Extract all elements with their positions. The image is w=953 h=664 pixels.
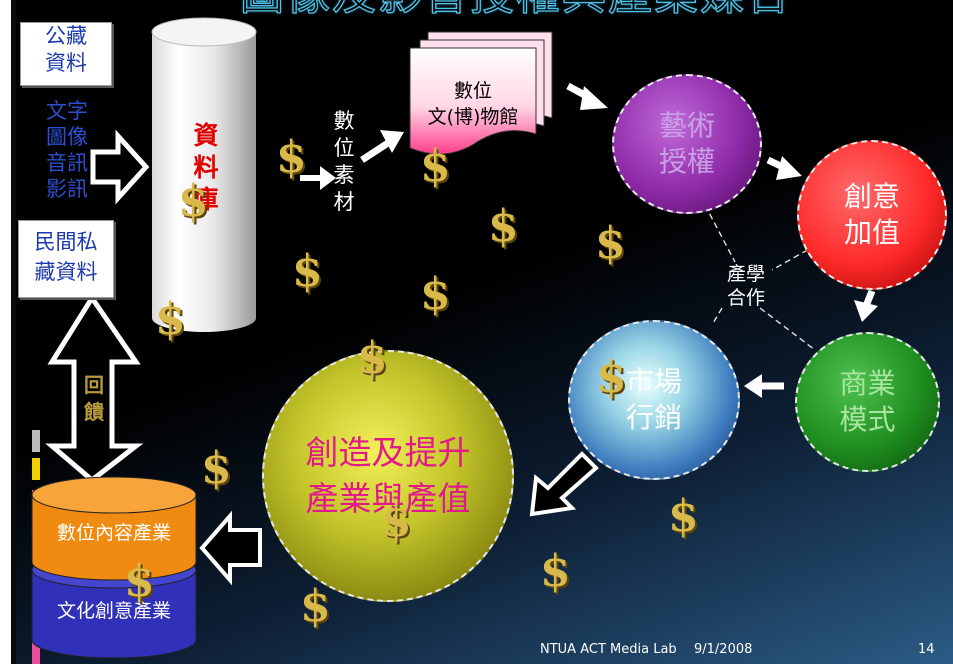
dollar-icon: $ bbox=[668, 491, 699, 542]
creative-line1: 創意 bbox=[843, 180, 900, 213]
dollar-icon: $ bbox=[381, 496, 412, 547]
core-to-industries-arrow bbox=[199, 510, 262, 586]
dollar-icon: $ bbox=[124, 556, 155, 607]
feedback-char2: 饋 bbox=[84, 400, 104, 424]
private-note-line2: 藏資料 bbox=[34, 260, 98, 284]
dollar-icon: $ bbox=[155, 294, 186, 345]
art-license-circle: 藝術 授權 bbox=[612, 74, 762, 214]
marketing-line1: 市場 bbox=[625, 365, 682, 398]
database-char2: 料 bbox=[193, 153, 219, 182]
dollar-icon: $ bbox=[178, 176, 209, 227]
feedback-char1: 回 bbox=[84, 373, 104, 397]
footer-date: 9/1/2008 bbox=[694, 642, 753, 657]
museum-line2: 文(博)物館 bbox=[427, 106, 519, 128]
creative-line2: 加值 bbox=[843, 216, 900, 249]
slide-title: 圖像及影音授權與產業媒合 bbox=[239, 0, 953, 20]
collaboration-label: 產學 合作 bbox=[718, 262, 774, 310]
museum-to-art-arrow bbox=[566, 82, 608, 110]
marketing-to-core-arrow bbox=[529, 451, 599, 517]
dollar-icon: $ bbox=[420, 269, 451, 320]
dollar-icon: $ bbox=[201, 443, 232, 494]
media-audio: 音訊 bbox=[46, 151, 88, 175]
core-value-circle: 創造及提升 產業與產值 bbox=[262, 350, 514, 602]
material-char1: 數 bbox=[333, 109, 355, 133]
museum-line1: 數位 bbox=[453, 80, 492, 102]
database-char1: 資 bbox=[193, 121, 219, 150]
dollar-icon: $ bbox=[420, 141, 451, 192]
creative-to-business-arrow bbox=[854, 289, 878, 322]
marketing-circle: 市場 行銷 bbox=[568, 320, 740, 480]
art-license-line1: 藝術 bbox=[658, 109, 715, 142]
dollar-icon: $ bbox=[596, 352, 627, 403]
dollar-icon: $ bbox=[595, 218, 626, 269]
feedback-double-arrow bbox=[45, 293, 144, 484]
digital-content-industry-label: 數位內容產業 bbox=[56, 522, 171, 544]
dollar-icon: $ bbox=[300, 581, 331, 632]
dollar-icon: $ bbox=[357, 333, 388, 384]
industry-stack bbox=[31, 476, 197, 659]
feedback-label: 回 饋 bbox=[80, 372, 108, 426]
marketing-line2: 行銷 bbox=[625, 401, 682, 434]
material-char3: 素 bbox=[333, 163, 355, 187]
material-char2: 位 bbox=[333, 136, 355, 160]
media-image: 圖像 bbox=[46, 125, 88, 149]
museum-label: 數位 文(博)物館 bbox=[410, 78, 536, 130]
footer-lab: NTUA ACT Media Lab bbox=[540, 642, 677, 657]
private-collection-note: 民間私 藏資料 bbox=[18, 220, 114, 298]
media-to-database-arrow bbox=[90, 129, 150, 205]
public-note-line1: 公藏 bbox=[45, 24, 87, 48]
creative-value-circle: 創意 加值 bbox=[797, 140, 947, 290]
dollar-icon: $ bbox=[488, 201, 519, 252]
dollar-icon: $ bbox=[540, 546, 571, 597]
database-label: 資 料 庫 bbox=[190, 120, 222, 216]
material-to-museum-arrow bbox=[360, 130, 404, 163]
business-model-circle: 商業 模式 bbox=[795, 332, 940, 472]
left-margin-bar bbox=[0, 0, 11, 664]
media-type-list: 文字 圖像 音訊 影訊 bbox=[37, 98, 97, 202]
private-note-line1: 民間私 bbox=[34, 230, 98, 254]
collab-line2: 合作 bbox=[726, 287, 765, 309]
left-margin-stripe bbox=[11, 0, 16, 664]
cultural-creative-industry-label: 文化創意產業 bbox=[56, 600, 171, 622]
dollar-icon: $ bbox=[292, 246, 323, 297]
art-to-creative-arrow bbox=[766, 156, 802, 180]
core-line1: 創造及提升 bbox=[305, 433, 471, 472]
public-collection-note: 公藏 資料 bbox=[20, 22, 112, 86]
public-note-line2: 資料 bbox=[45, 51, 87, 75]
art-license-line2: 授權 bbox=[658, 145, 715, 178]
material-char4: 材 bbox=[333, 190, 355, 214]
museum-document-stack bbox=[409, 31, 553, 155]
business-to-marketing-arrow bbox=[744, 374, 784, 398]
business-line1: 商業 bbox=[839, 367, 896, 400]
footer-page-number: 14 bbox=[918, 642, 935, 657]
collab-line1: 產學 bbox=[726, 263, 765, 285]
business-line2: 模式 bbox=[839, 403, 896, 436]
dollar-icon: $ bbox=[276, 132, 307, 183]
database-cylinder bbox=[151, 17, 257, 332]
deco-segment-yellow bbox=[32, 458, 40, 480]
database-char3: 庫 bbox=[193, 185, 219, 214]
deco-segment-gray bbox=[32, 430, 40, 452]
media-text: 文字 bbox=[46, 99, 88, 123]
digital-material-label: 數 位 素 材 bbox=[330, 108, 358, 216]
media-video: 影訊 bbox=[46, 177, 88, 201]
core-line2: 產業與產值 bbox=[305, 479, 471, 518]
database-to-material-arrow bbox=[300, 166, 336, 190]
